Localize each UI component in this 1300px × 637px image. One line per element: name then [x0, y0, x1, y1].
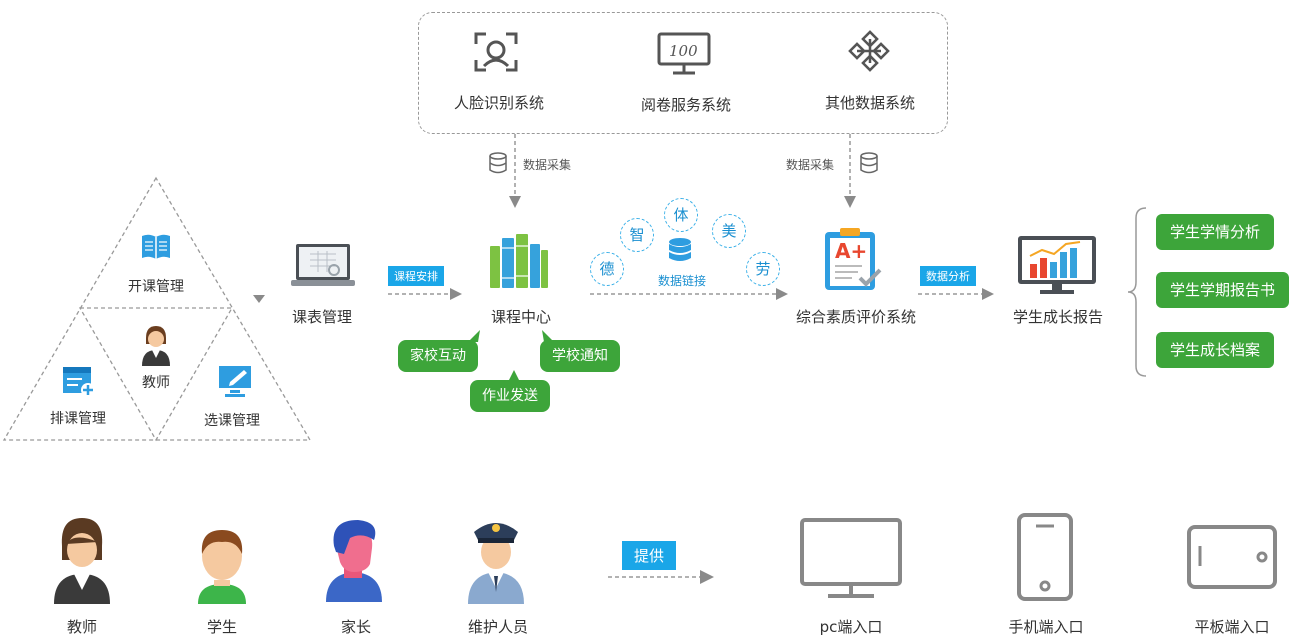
arrow-center-to-eval — [590, 288, 788, 300]
school-notice-bubble: 学校通知 — [540, 340, 620, 372]
screen-pen-icon — [219, 366, 251, 397]
student-avatar — [198, 530, 246, 604]
schedule-label: 课表管理 — [291, 308, 352, 326]
arrow-schedule-to-center — [388, 288, 462, 300]
aesthetic-circle: 美 — [712, 214, 746, 248]
maintainer-avatar — [468, 523, 524, 604]
device-pc-label: pc端入口 — [819, 618, 883, 636]
provide-tag: 提供 — [622, 541, 677, 570]
intellect-circle: 智 — [620, 218, 654, 252]
triangle-left-label: 排课管理 — [50, 411, 106, 427]
user-teacher-label: 教师 — [66, 618, 97, 636]
collect-label-right: 数据采集 — [786, 158, 835, 172]
grade-clipboard-icon: A+ — [825, 228, 882, 290]
schedule-add-icon — [63, 367, 95, 397]
chart-monitor-icon — [1018, 236, 1096, 294]
database-icon — [860, 152, 878, 174]
user-maintainer-label: 维护人员 — [467, 618, 528, 636]
bubble-tail — [542, 330, 554, 342]
bubble-tail — [468, 330, 480, 342]
course-center-label: 课程中心 — [490, 308, 551, 326]
triangle-center-label: 教师 — [142, 375, 170, 391]
physical-circle: 体 — [664, 198, 698, 232]
pc-monitor-icon — [800, 518, 902, 598]
exam-icon-text: 100 — [669, 42, 698, 60]
collect-label-left: 数据采集 — [523, 158, 572, 172]
outputs-bracket — [1127, 207, 1147, 377]
books-icon — [490, 234, 548, 288]
data-link-icon — [669, 238, 691, 261]
book-icon — [142, 234, 170, 259]
user-student-label: 学生 — [206, 618, 237, 636]
growth-report-label: 学生成长报告 — [1012, 308, 1103, 326]
device-tablet-label: 平板端入口 — [1194, 618, 1270, 636]
data-link-label: 数据链接 — [658, 274, 707, 288]
network-nodes-icon — [848, 30, 890, 72]
parent-avatar — [326, 520, 382, 602]
course-arrange-tag: 课程安排 — [388, 266, 444, 286]
face-scan-icon — [474, 32, 518, 72]
triangle-top-label: 开课管理 — [128, 279, 184, 295]
labor-circle: 劳 — [746, 252, 780, 286]
mobile-phone-icon — [1017, 513, 1073, 601]
grade-icon-text: A+ — [835, 239, 867, 263]
other-system-label: 其他数据系统 — [824, 94, 915, 112]
bubble-tail — [508, 370, 520, 382]
arrow-eval-to-report — [918, 288, 994, 300]
homework-bubble: 作业发送 — [470, 380, 550, 412]
moral-circle: 德 — [590, 252, 624, 286]
output-semester-report: 学生学期报告书 — [1156, 272, 1290, 308]
output-growth-archive: 学生成长档案 — [1156, 332, 1275, 368]
arrow-users-to-devices — [608, 570, 714, 584]
monitor-exam-icon: 100 — [657, 32, 711, 75]
home-school-bubble: 家校互动 — [398, 340, 478, 372]
evaluation-label: 综合素质评价系统 — [795, 308, 916, 326]
face-system-label: 人脸识别系统 — [453, 94, 544, 112]
database-icon — [489, 152, 507, 174]
laptop-icon — [291, 244, 355, 286]
exam-system-label: 阅卷服务系统 — [640, 96, 731, 114]
data-analysis-tag: 数据分析 — [920, 266, 976, 286]
user-parent-label: 家长 — [340, 618, 371, 636]
tablet-icon — [1187, 525, 1277, 589]
collect-arrow-left — [509, 134, 521, 208]
external-systems-box — [418, 12, 948, 134]
teacher-avatar — [54, 518, 110, 604]
teacher-avatar-icon — [142, 326, 170, 366]
triangle-right-label: 选课管理 — [204, 413, 260, 429]
collect-arrow-right — [844, 134, 856, 208]
device-mobile-label: 手机端入口 — [1008, 618, 1084, 636]
triangle-arrow-icon — [253, 295, 265, 303]
output-learning-analysis: 学生学情分析 — [1156, 214, 1275, 250]
management-triangle — [2, 176, 312, 442]
